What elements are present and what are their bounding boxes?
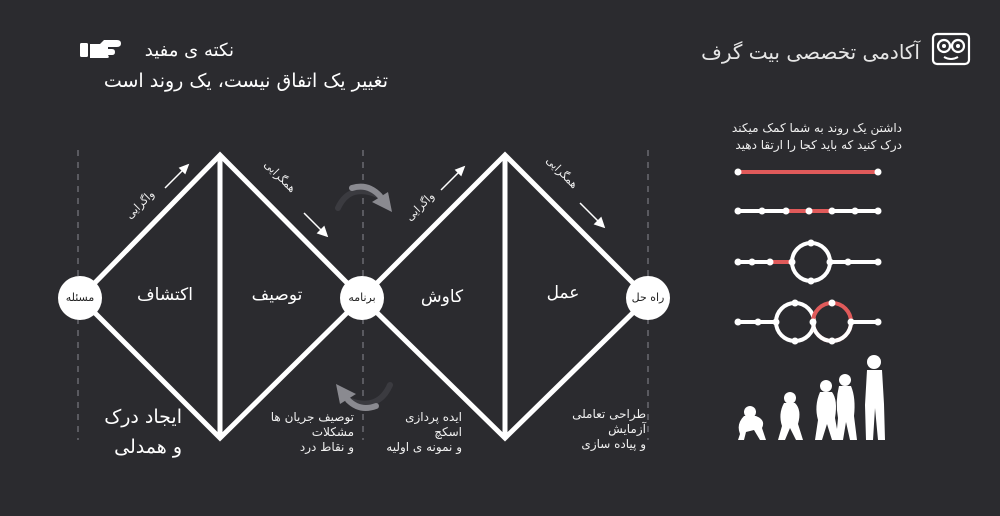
explore-line-3: و نمونه ی اولیه (386, 440, 462, 454)
act-line-1: طراحی تعاملی (572, 407, 646, 421)
act-description: طراحی تعاملی آزمایش و پیاده سازی (560, 407, 646, 452)
legend-description: داشتن یک روند به شما کمک میکند درک کنید … (690, 120, 902, 154)
loop-arrow-bottom (336, 382, 393, 411)
divergence-arrow-2 (440, 165, 466, 191)
convergence-arrow-2 (579, 202, 606, 229)
legend-process-double-loop (734, 299, 882, 345)
legend-text-line-2: درک کنید که باید کجا را ارتقا دهید (735, 138, 902, 152)
legend-process-linear (734, 168, 882, 176)
node-solution (626, 276, 670, 320)
phase-act: عمل (546, 283, 580, 303)
node-problem (58, 276, 102, 320)
convergence-arrow-1 (303, 212, 329, 238)
define-line-1: توصیف جریان ها (270, 410, 354, 424)
phase-explore: کاوش (420, 287, 464, 307)
define-line-2: مشکلات (311, 425, 354, 439)
node-problem-label: مسئله (65, 291, 95, 304)
node-program-label: برنامه (348, 291, 376, 304)
node-solution-label: راه حل (631, 291, 665, 304)
explore-description: ایده پردازی اسکچ و نمونه ی اولیه (370, 410, 462, 455)
empathy-description: ایجاد درک و همدلی (80, 402, 182, 462)
loop-arrow-top (335, 183, 392, 212)
phase-discover: اکتشاف (137, 285, 193, 305)
act-line-2: آزمایش (608, 422, 646, 436)
explore-line-2: اسکچ (434, 425, 462, 439)
define-line-3: و نقاط درد (299, 440, 354, 454)
legend-text-line-1: داشتن یک روند به شما کمک میکند (731, 121, 902, 135)
phase-define: توصیف (251, 285, 303, 305)
define-description: توصیف جریان ها مشکلات و نقاط درد (232, 410, 354, 455)
tip-title: نکته ی مفید (144, 40, 234, 61)
node-program (340, 276, 384, 320)
legend-process-single-loop (734, 239, 882, 285)
pointing-hand-icon (80, 40, 121, 58)
divergence-arrow-1 (164, 163, 190, 189)
tip-text: تغییر یک اتفاق نیست، یک روند است (103, 70, 388, 92)
empathy-line-2: و همدلی (114, 436, 182, 458)
legend-process-segmented (734, 207, 882, 215)
glasses-face-icon (931, 32, 971, 66)
explore-line-1: ایده پردازی (405, 410, 462, 424)
brand-name: آکادمی تخصصی بیت گرف (701, 40, 920, 64)
human-evolution-icon (738, 355, 885, 440)
empathy-line-1: ایجاد درک (104, 406, 182, 428)
act-line-3: و پیاده سازی (581, 437, 646, 451)
